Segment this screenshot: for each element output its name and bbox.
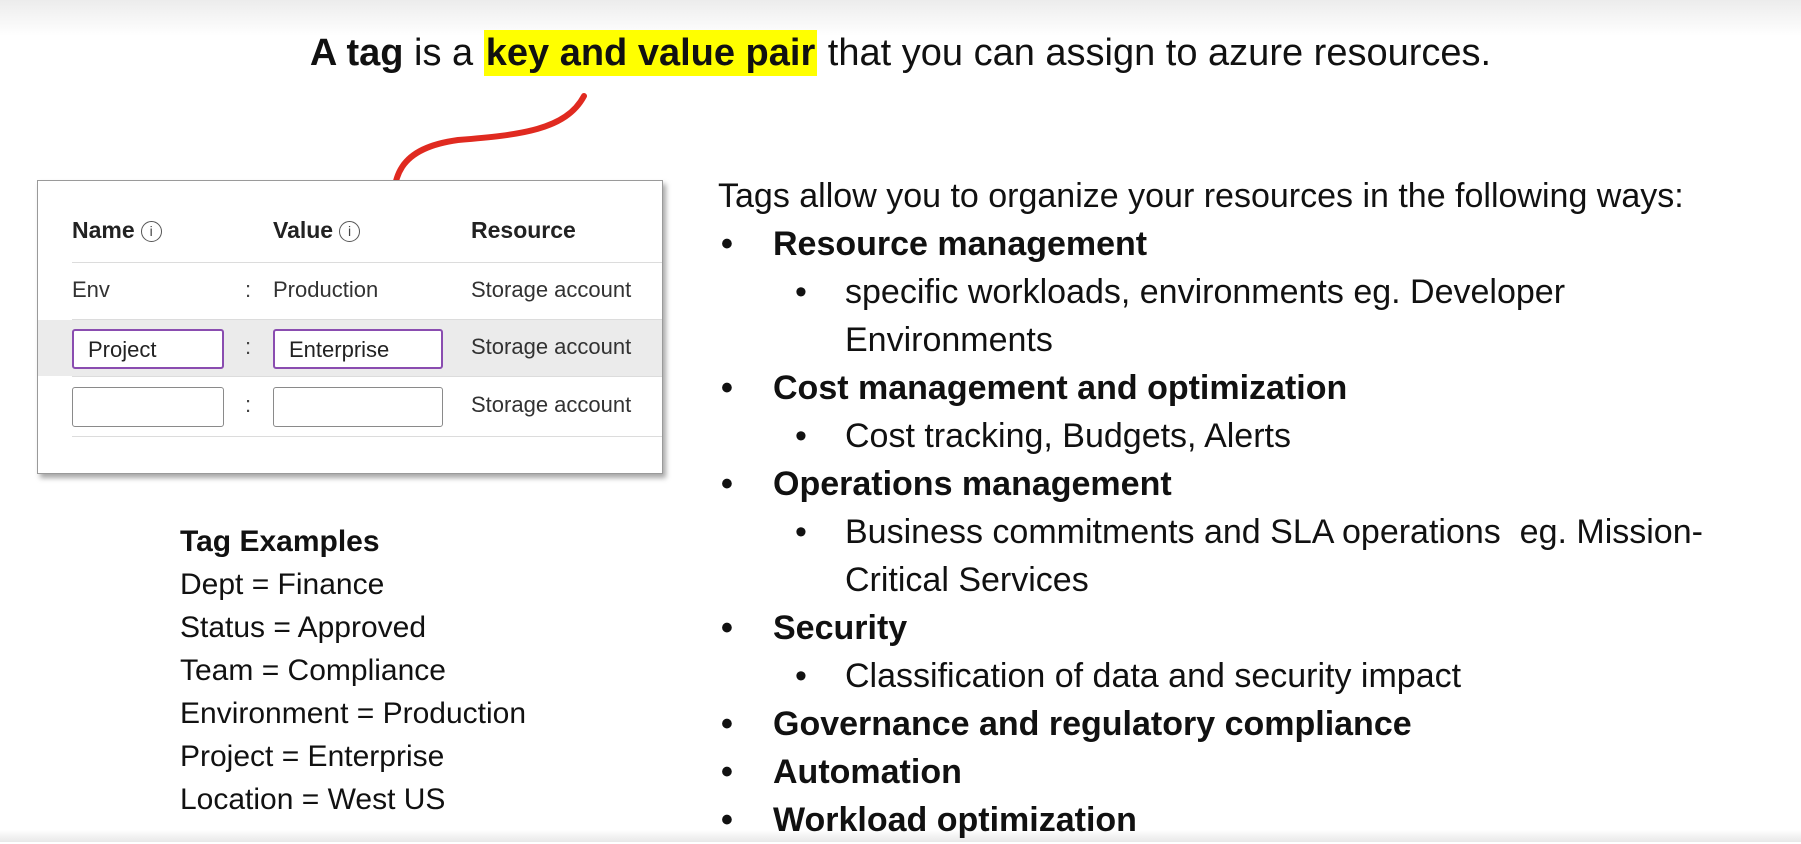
top-band [0, 0, 1801, 36]
bullet-dot: • [795, 273, 807, 311]
bullet-title: Workload optimization [773, 801, 1137, 839]
sub-bullet-item: • Classification of data and security imp… [795, 652, 1462, 700]
sub-bullet-text: Environments [845, 321, 1053, 359]
headline-highlight: key and value pair [483, 30, 818, 76]
tag-example-item: Dept = Finance [180, 568, 385, 601]
sub-bullet-item: • Cost tracking, Budgets, Alerts [795, 412, 1291, 460]
table-row: Env : Production Storage account [38, 263, 662, 319]
headline: A tag is a key and value pair that you c… [0, 24, 1801, 82]
headline-text-end: that you can assign to azure resources. [817, 32, 1492, 74]
sub-bullet-continuation: Environments [845, 316, 1053, 364]
sub-bullet-text: Critical Services [845, 561, 1089, 599]
bullet-item: • Operations management [721, 460, 1172, 508]
sub-bullet-text: Cost tracking, Budgets, Alerts [845, 417, 1291, 455]
bullet-item: • Cost management and optimization [721, 364, 1348, 412]
ways-intro: Tags allow you to organize your resource… [718, 177, 1684, 215]
sub-bullet-continuation: Critical Services [845, 556, 1089, 604]
bullet-dot: • [721, 465, 733, 503]
bullet-item: • Security [721, 604, 908, 652]
resource-cell: Storage account [471, 277, 632, 302]
bullet-item: • Automation [721, 748, 962, 796]
bullet-item: • Governance and regulatory compliance [721, 700, 1412, 748]
column-header-name-label: Name [72, 217, 135, 243]
header-divider [72, 262, 662, 263]
bullet-title: Automation [773, 753, 962, 791]
table-row: : Storage account [38, 378, 662, 434]
bottom-band [0, 830, 1801, 842]
sub-bullet-text: specific workloads, environments eg. Dev… [845, 273, 1566, 311]
info-icon[interactable]: i [339, 221, 361, 242]
bullet-dot: • [795, 513, 807, 551]
table-row-selected: Project : Enterprise Storage account [38, 320, 662, 376]
bullet-title: Cost management and optimization [773, 369, 1348, 407]
tag-example-item: Project = Enterprise [180, 740, 445, 773]
new-tag-name-input[interactable] [72, 387, 224, 427]
bullet-title: Operations management [773, 465, 1172, 503]
info-icon[interactable]: i [140, 221, 162, 242]
row-divider [72, 436, 662, 437]
tag-examples: Tag Examples Dept = Finance Status = App… [180, 520, 526, 821]
bullet-dot: • [721, 801, 733, 839]
bullet-title: Resource management [773, 225, 1148, 263]
resource-cell: Storage account [471, 392, 632, 417]
sub-bullet-text: Classification of data and security impa… [845, 657, 1462, 695]
row-divider [72, 319, 662, 320]
bullet-title: Security [773, 609, 908, 647]
tag-example-item: Environment = Production [180, 697, 527, 730]
bullet-dot: • [721, 705, 733, 743]
tag-separator: : [245, 392, 252, 417]
tag-value-cell: Production [273, 277, 379, 302]
sub-bullet-item: • specific workloads, environments eg. De… [795, 268, 1566, 316]
sub-bullet-item: • Business commitments and SLA operations… [795, 508, 1703, 556]
column-header-value-label: Value [273, 217, 334, 243]
bullet-dot: • [721, 225, 733, 263]
tag-examples-title: Tag Examples [180, 525, 380, 558]
tag-example-item: Team = Compliance [180, 654, 446, 687]
bullet-item: • Workload optimization [721, 796, 1137, 844]
row-divider [72, 376, 662, 377]
column-header-resource: Resource [471, 217, 576, 243]
tag-name-input[interactable]: Project [72, 329, 224, 369]
resource-cell: Storage account [471, 334, 632, 359]
bullet-dot: • [721, 609, 733, 647]
tag-example-item: Location = West US [180, 783, 446, 816]
tag-separator: : [245, 277, 252, 302]
bullet-title: Governance and regulatory compliance [773, 705, 1412, 743]
bullet-dot: • [721, 753, 733, 791]
tag-example-item: Status = Approved [180, 611, 427, 644]
tag-name-cell: Env [72, 277, 110, 302]
headline-bold: A tag [309, 32, 404, 74]
bullet-dot: • [721, 369, 733, 407]
new-tag-value-input[interactable] [273, 387, 443, 427]
headline-text: is a [403, 32, 484, 74]
tag-value-input[interactable]: Enterprise [273, 329, 443, 369]
tag-separator: : [245, 334, 252, 359]
bullet-item: • Resource management [721, 220, 1148, 268]
bullet-dot: • [795, 417, 807, 455]
bullet-dot: • [795, 657, 807, 695]
sub-bullet-text: Business commitments and SLA operations … [845, 513, 1703, 551]
